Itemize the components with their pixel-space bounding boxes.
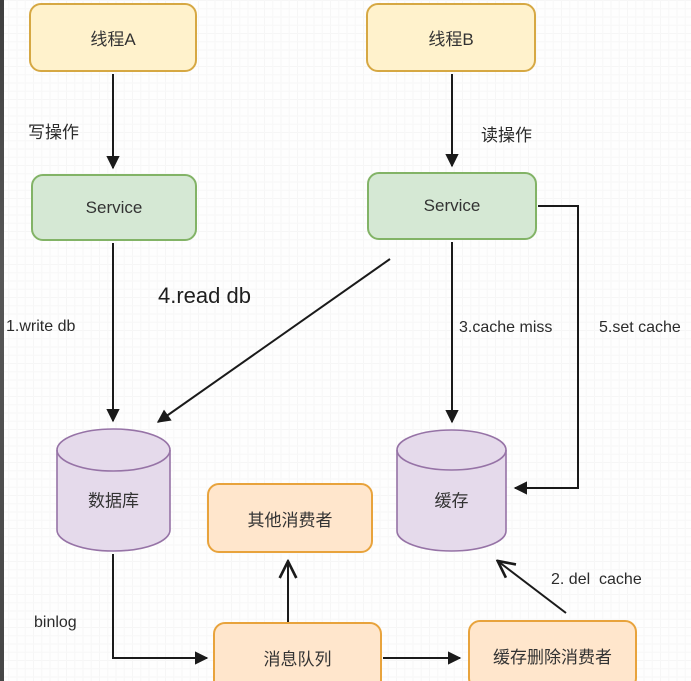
edge-label-set-cache: 5.set cache <box>599 319 681 336</box>
node-database-label: 数据库 <box>88 491 139 511</box>
edge-label-binlog: binlog <box>34 614 77 631</box>
database-cylinder-icon <box>56 428 171 552</box>
edge-label-write-db: 1.write db <box>6 318 76 335</box>
cache-cylinder-icon <box>396 429 507 552</box>
node-service-b: Service <box>367 172 537 240</box>
node-thread-b-label: 线程B <box>428 30 474 49</box>
edge-label-read-db: 4.read db <box>158 283 251 308</box>
screenshot-left-border <box>0 0 4 681</box>
node-service-a: Service <box>31 174 197 241</box>
node-other-consumer: 其他消费者 <box>207 483 373 553</box>
edge-label-write-op: 写操作 <box>28 123 79 142</box>
edge-label-del-cache: 2. del cache <box>551 571 642 588</box>
node-thread-a-label: 线程A <box>90 30 136 49</box>
node-service-a-label: Service <box>85 197 143 217</box>
edge-service-b-to-cache-set <box>513 205 579 495</box>
node-cache-delete-consumer: 缓存删除消费者 <box>468 620 637 681</box>
node-message-queue-label: 消息队列 <box>263 649 332 669</box>
edge-database-to-mq-binlog <box>112 554 209 665</box>
edge-label-cache-miss: 3.cache miss <box>459 319 553 336</box>
node-message-queue: 消息队列 <box>213 622 382 681</box>
edge-label-read-op: 读操作 <box>481 126 532 145</box>
node-thread-b: 线程B <box>366 3 536 72</box>
node-cache-delete-consumer-label: 缓存删除消费者 <box>493 647 612 667</box>
node-cache: 缓存 <box>395 428 508 553</box>
node-thread-a: 线程A <box>29 3 197 72</box>
node-other-consumer-label: 其他消费者 <box>247 510 333 530</box>
node-cache-label: 缓存 <box>434 491 469 511</box>
node-database: 数据库 <box>55 427 172 553</box>
node-service-b-label: Service <box>423 196 481 215</box>
